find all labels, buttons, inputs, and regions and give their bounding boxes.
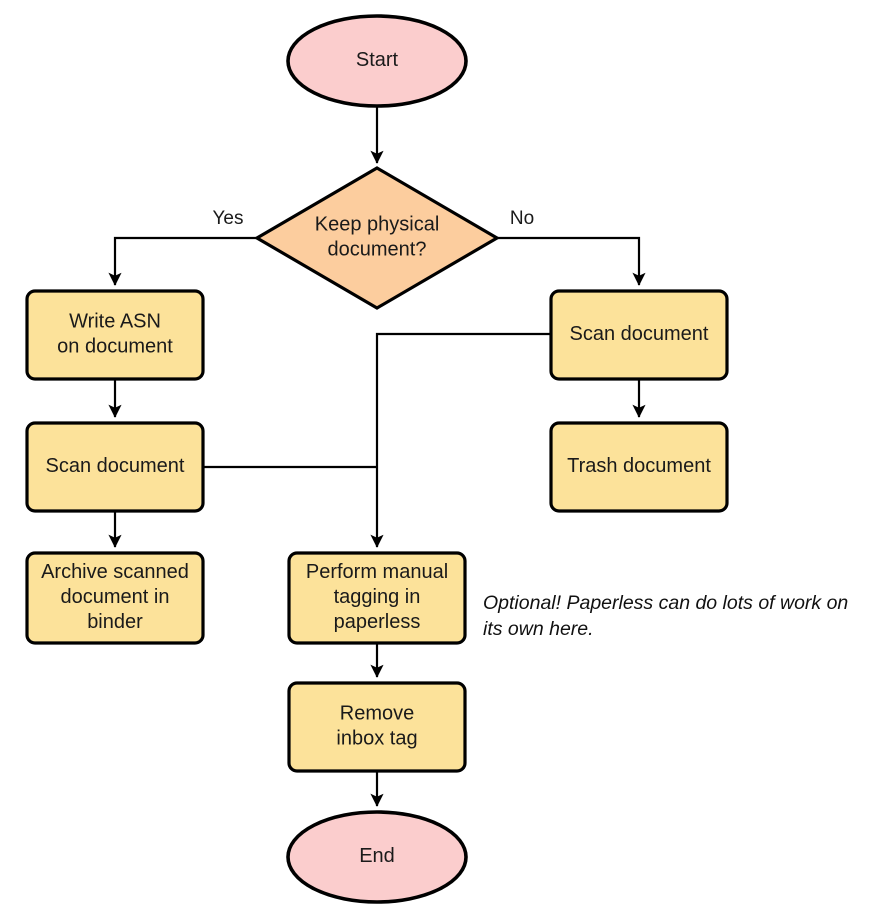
node-label-line: Trash document: [567, 455, 711, 477]
node-label-line: Start: [356, 49, 399, 71]
annotations-layer: Optional! Paperless can do lots of work …: [483, 592, 848, 640]
node-label-line: Remove: [340, 703, 414, 725]
node-label: Trash document: [567, 455, 711, 477]
node-label: End: [359, 845, 395, 867]
node-label-line: Keep physical: [315, 214, 440, 236]
node-shape-rect: [549, 421, 729, 513]
annotation-line: Optional! Paperless can do lots of work …: [483, 592, 848, 614]
edge-path: [370, 332, 551, 548]
node-label-line: Scan document: [46, 455, 185, 477]
node-shape-ellipse: [286, 810, 468, 904]
annotation-line: its own here.: [483, 618, 594, 640]
node-label: Perform manual tagging in paperless: [306, 561, 448, 633]
node-label: Remove inbox tag: [336, 703, 417, 750]
node-shape-ellipse: [286, 14, 468, 108]
edges-layer: Yes No: [108, 106, 646, 807]
node-label-line: document?: [328, 239, 427, 261]
flow-node-perform-manual-tagging[interactable]: Perform manual tagging in paperless: [287, 551, 467, 645]
node-shape-rect: [25, 289, 205, 381]
node-label: Archive scanned document in binder: [41, 561, 189, 633]
node-label-line: Perform manual: [306, 561, 448, 583]
flow-node-scan-document-left[interactable]: Scan document: [25, 421, 205, 513]
node-label: Start: [356, 49, 399, 71]
flow-node-end[interactable]: End: [286, 810, 468, 904]
flow-node-scan-document-right[interactable]: Scan document: [549, 289, 729, 381]
flow-edge: [370, 332, 551, 548]
node-label-line: on document: [57, 336, 173, 358]
node-label-line: Scan document: [570, 323, 709, 345]
edge-label: Yes: [213, 208, 244, 229]
flow-node-trash-document[interactable]: Trash document: [549, 421, 729, 513]
flow-node-archive-scanned[interactable]: Archive scanned document in binder: [25, 551, 205, 645]
flow-node-start[interactable]: Start: [286, 14, 468, 108]
node-shape-rect: [287, 551, 467, 645]
node-label-line: End: [359, 845, 395, 867]
node-label-line: paperless: [334, 611, 421, 633]
node-label: Scan document: [46, 455, 185, 477]
flow-node-remove-inbox-tag[interactable]: Remove inbox tag: [287, 681, 467, 773]
node-label-line: tagging in: [334, 586, 421, 608]
node-shape-diamond: [253, 166, 501, 310]
node-label: Scan document: [570, 323, 709, 345]
node-label-line: inbox tag: [336, 728, 417, 750]
node-label-line: Archive scanned: [41, 561, 189, 583]
node-shape-rect: [25, 551, 205, 645]
node-label-line: binder: [87, 611, 143, 633]
annotation-note: Optional! Paperless can do lots of work …: [483, 592, 848, 640]
edge-path: [108, 236, 257, 286]
edge-path: [497, 236, 646, 286]
node-shape-rect: [287, 681, 467, 773]
flow-edge: No: [497, 208, 646, 286]
node-label-line: Write ASN: [69, 311, 161, 333]
node-label-line: document in: [61, 586, 170, 608]
node-label: Keep physical document?: [315, 214, 440, 261]
flow-node-write-asn[interactable]: Write ASN on document: [25, 289, 205, 381]
flow-node-decision-keep-physical[interactable]: Keep physical document?: [253, 166, 501, 310]
node-label: Write ASN on document: [57, 311, 173, 358]
node-shape-rect: [25, 421, 205, 513]
edge-label: No: [510, 208, 534, 229]
flow-edge: Yes: [108, 208, 257, 286]
node-shape-rect: [549, 289, 729, 381]
